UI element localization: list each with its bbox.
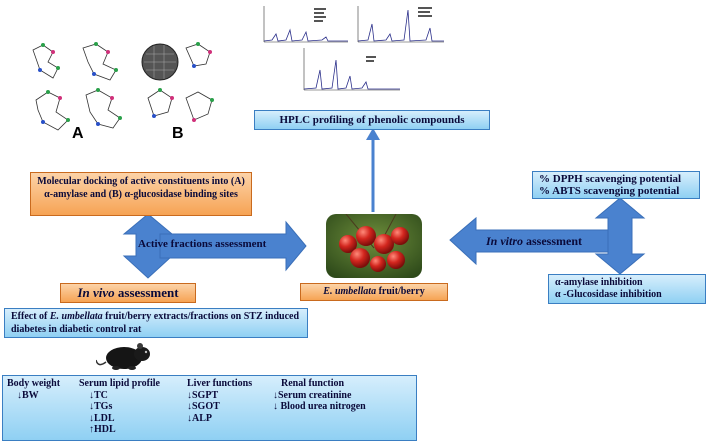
serum-lipid-item: ↓LDL <box>89 412 115 424</box>
antioxidant-box: % DPPH scavenging potential % ABTS scave… <box>532 171 700 199</box>
fruit-label-rest: fruit/berry <box>376 286 425 297</box>
renal-column: Renal function ↓Serum creatinine ↓ Blood… <box>273 378 366 413</box>
effect-box: Effect of E. umbellata fruit/berry extra… <box>4 308 308 338</box>
hplc-chromatogram-1 <box>263 6 348 43</box>
amylase-text: α-amylase inhibition <box>555 277 643 288</box>
serum-lipid-column: Serum lipid profile ↓TC ↓TGs ↓LDL ↑HDL <box>79 378 160 436</box>
in-vitro-italic: In vitro <box>486 234 524 248</box>
hplc-chromatogram-2 <box>357 6 444 43</box>
fruit-label-box: E. umbellata fruit/berry <box>300 283 448 301</box>
in-vivo-rest: assessment <box>114 285 179 300</box>
serum-lipid-title: Serum lipid profile <box>79 378 160 389</box>
docking-image-a <box>32 42 122 131</box>
effect-part1: Effect of <box>11 311 50 322</box>
hplc-box: HPLC profiling of phenolic compounds <box>254 110 490 130</box>
in-vivo-box: In vivo assessment <box>60 283 196 303</box>
serum-lipid-item: ↑HDL <box>89 424 116 435</box>
in-vitro-label: In vitro assessment <box>486 234 582 249</box>
liver-item: ↓SGPT <box>187 389 219 401</box>
label-a: A <box>72 125 84 142</box>
renal-title: Renal function <box>281 378 345 389</box>
hplc-chromatogram-3 <box>303 48 400 91</box>
active-fractions-label: Active fractions assessment <box>138 238 266 250</box>
label-b: B <box>172 125 184 142</box>
liver-title: Liver functions <box>187 378 253 389</box>
effect-italic: E. umbellata <box>49 311 103 322</box>
docking-box: Molecular docking of active constituents… <box>30 172 252 216</box>
berry-image <box>326 214 422 278</box>
glucosidase-text: α -Glucosidase inhibition <box>555 289 662 300</box>
enzyme-box: α-amylase inhibition α -Glucosidase inhi… <box>548 274 706 304</box>
active-fractions-text: Active fractions assessment <box>138 238 267 250</box>
fruit-label-italic: E. umbellata <box>323 286 377 297</box>
docking-image-b <box>141 42 214 122</box>
docking-box-text: Molecular docking of active constituents… <box>37 176 245 200</box>
in-vitro-rest: assessment <box>523 234 583 248</box>
serum-lipid-item: ↓TC <box>89 389 108 401</box>
effect-part2: fruit/berry extracts/fractions on STZ in… <box>11 311 300 335</box>
liver-column: Liver functions ↓SGPT ↓SGOT ↓ALP <box>187 378 252 424</box>
arrow-active-fractions <box>159 220 307 272</box>
serum-lipid-item: ↓TGs <box>89 401 113 412</box>
body-weight-item: ↓BW <box>17 389 39 401</box>
in-vivo-italic: In vivo <box>77 285 115 300</box>
dpph-text: % DPPH scavenging potential <box>539 173 682 185</box>
liver-item: ↓SGOT <box>187 401 220 412</box>
hplc-box-text: HPLC profiling of phenolic compounds <box>279 114 465 126</box>
arrow-up-head <box>366 128 380 140</box>
rat-icon <box>96 343 150 370</box>
body-weight-column: Body weight ↓BW <box>7 378 60 401</box>
liver-item: ↓ALP <box>187 412 212 424</box>
abts-text: % ABTS scavenging potential <box>539 185 680 197</box>
renal-item: ↓Serum creatinine <box>273 389 352 401</box>
body-weight-title: Body weight <box>7 378 61 389</box>
renal-item: ↓ Blood urea nitrogen <box>273 401 366 412</box>
results-box: Body weight ↓BW Serum lipid profile ↓TC … <box>2 375 417 441</box>
